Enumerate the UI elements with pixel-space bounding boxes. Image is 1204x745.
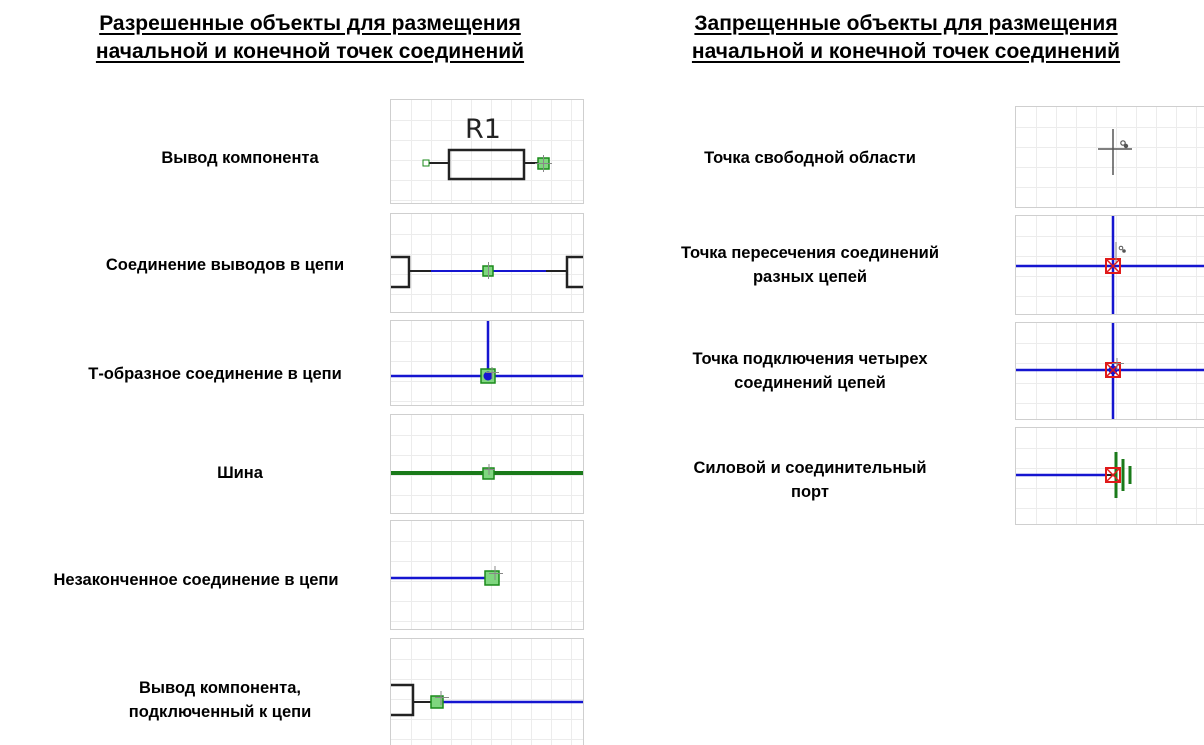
allowed-label-t-junction: Т-образное соединение в цепи bbox=[40, 362, 390, 386]
grid bbox=[1016, 107, 1204, 207]
right-component-body bbox=[565, 255, 583, 289]
allowed-heading: Разрешенные объекты для размещения начал… bbox=[30, 10, 590, 66]
forbidden-label-crossing: Точка пересечения соединений разных цепе… bbox=[625, 241, 995, 289]
allowed-snap-marker bbox=[430, 695, 444, 709]
grid bbox=[391, 415, 583, 513]
pin-connection-diagram bbox=[391, 214, 583, 312]
label-line: Т-образное соединение в цепи bbox=[88, 365, 342, 383]
allowed-label-connected-pin: Вывод компонента, подключенный к цепи bbox=[50, 676, 390, 724]
t-junction-diagram bbox=[391, 321, 583, 405]
allowed-label-pin-connection: Соединение выводов в цепи bbox=[60, 253, 390, 277]
component-pin-diagram: R1 bbox=[391, 100, 583, 203]
label-line: Точка подключения четырех bbox=[692, 350, 928, 368]
allowed-label-unfinished-wire: Незаконченное соединение в цепи bbox=[2, 568, 390, 592]
forbidden-example-free-area bbox=[1015, 106, 1204, 208]
grid bbox=[391, 521, 583, 629]
forbidden-cross bbox=[1105, 258, 1121, 274]
allowed-example-connected-pin bbox=[390, 638, 584, 745]
allowed-example-bus bbox=[390, 414, 584, 514]
grid bbox=[391, 214, 583, 312]
forbidden-label-free-area: Точка свободной области bbox=[640, 146, 980, 170]
grid bbox=[391, 321, 583, 405]
cursor-hint-icon bbox=[1120, 140, 1126, 146]
grid bbox=[391, 639, 583, 745]
allowed-example-component-pin: R1 bbox=[390, 99, 584, 204]
free-area-diagram bbox=[1016, 107, 1204, 207]
left-component-body bbox=[391, 255, 411, 289]
forbidden-label-port: Силовой и соединительный порт bbox=[640, 456, 980, 504]
forbidden-cross bbox=[1105, 467, 1121, 483]
forbidden-heading: Запрещенные объекты для размещения начал… bbox=[626, 10, 1186, 66]
allowed-heading-line-1: Разрешенные объекты для размещения bbox=[99, 12, 521, 35]
label-line: Точка пересечения соединений bbox=[681, 244, 939, 262]
label-line: порт bbox=[791, 483, 829, 501]
grid bbox=[1016, 428, 1204, 524]
label-line: Вывод компонента bbox=[161, 149, 319, 167]
allowed-example-pin-connection bbox=[390, 213, 584, 313]
label-line: Незаконченное соединение в цепи bbox=[53, 571, 339, 589]
label-line: соединений цепей bbox=[734, 374, 886, 392]
bus-diagram bbox=[391, 415, 583, 513]
forbidden-label-four-way: Точка подключения четырех соединений цеп… bbox=[640, 347, 980, 395]
cursor-hint-icon bbox=[1118, 245, 1124, 251]
forbidden-example-four-way bbox=[1015, 322, 1204, 420]
cursor-hint-icon bbox=[1123, 143, 1129, 149]
label-line: Точка свободной области bbox=[704, 149, 916, 167]
four-way-diagram bbox=[1016, 323, 1204, 419]
forbidden-heading-line-2: начальной и конечной точек соединений bbox=[691, 40, 1121, 63]
forbidden-snap-marker bbox=[1105, 258, 1121, 274]
allowed-example-unfinished-wire bbox=[390, 520, 584, 630]
pin-marker bbox=[422, 159, 430, 167]
unfinished-wire-diagram bbox=[391, 521, 583, 629]
cursor-hint-icon bbox=[1122, 249, 1126, 253]
resistor-body bbox=[447, 148, 526, 181]
forbidden-example-crossing bbox=[1015, 215, 1204, 315]
component-designator: R1 bbox=[465, 114, 501, 145]
forbidden-heading-line-1: Запрещенные объекты для размещения bbox=[694, 12, 1118, 35]
label-line: Силовой и соединительный bbox=[693, 459, 927, 477]
allowed-label-bus: Шина bbox=[90, 461, 390, 485]
label-line: разных цепей bbox=[752, 268, 868, 286]
label-line: Шина bbox=[217, 464, 263, 482]
label-line: Вывод компонента, bbox=[139, 679, 301, 697]
connected-pin-diagram bbox=[391, 639, 583, 745]
allowed-example-t-junction bbox=[390, 320, 584, 406]
junction-dot bbox=[483, 371, 493, 381]
port-diagram bbox=[1016, 428, 1204, 524]
allowed-label-component-pin: Вывод компонента bbox=[90, 146, 390, 170]
allowed-heading-line-2: начальной и конечной точек соединений bbox=[95, 40, 525, 63]
label-line: подключенный к цепи bbox=[128, 703, 312, 721]
forbidden-snap-marker bbox=[1105, 467, 1121, 483]
forbidden-cross bbox=[1105, 362, 1121, 378]
forbidden-example-port bbox=[1015, 427, 1204, 525]
component-body bbox=[391, 683, 415, 717]
crossing-diagram bbox=[1016, 216, 1204, 314]
label-line: Соединение выводов в цепи bbox=[105, 256, 345, 274]
